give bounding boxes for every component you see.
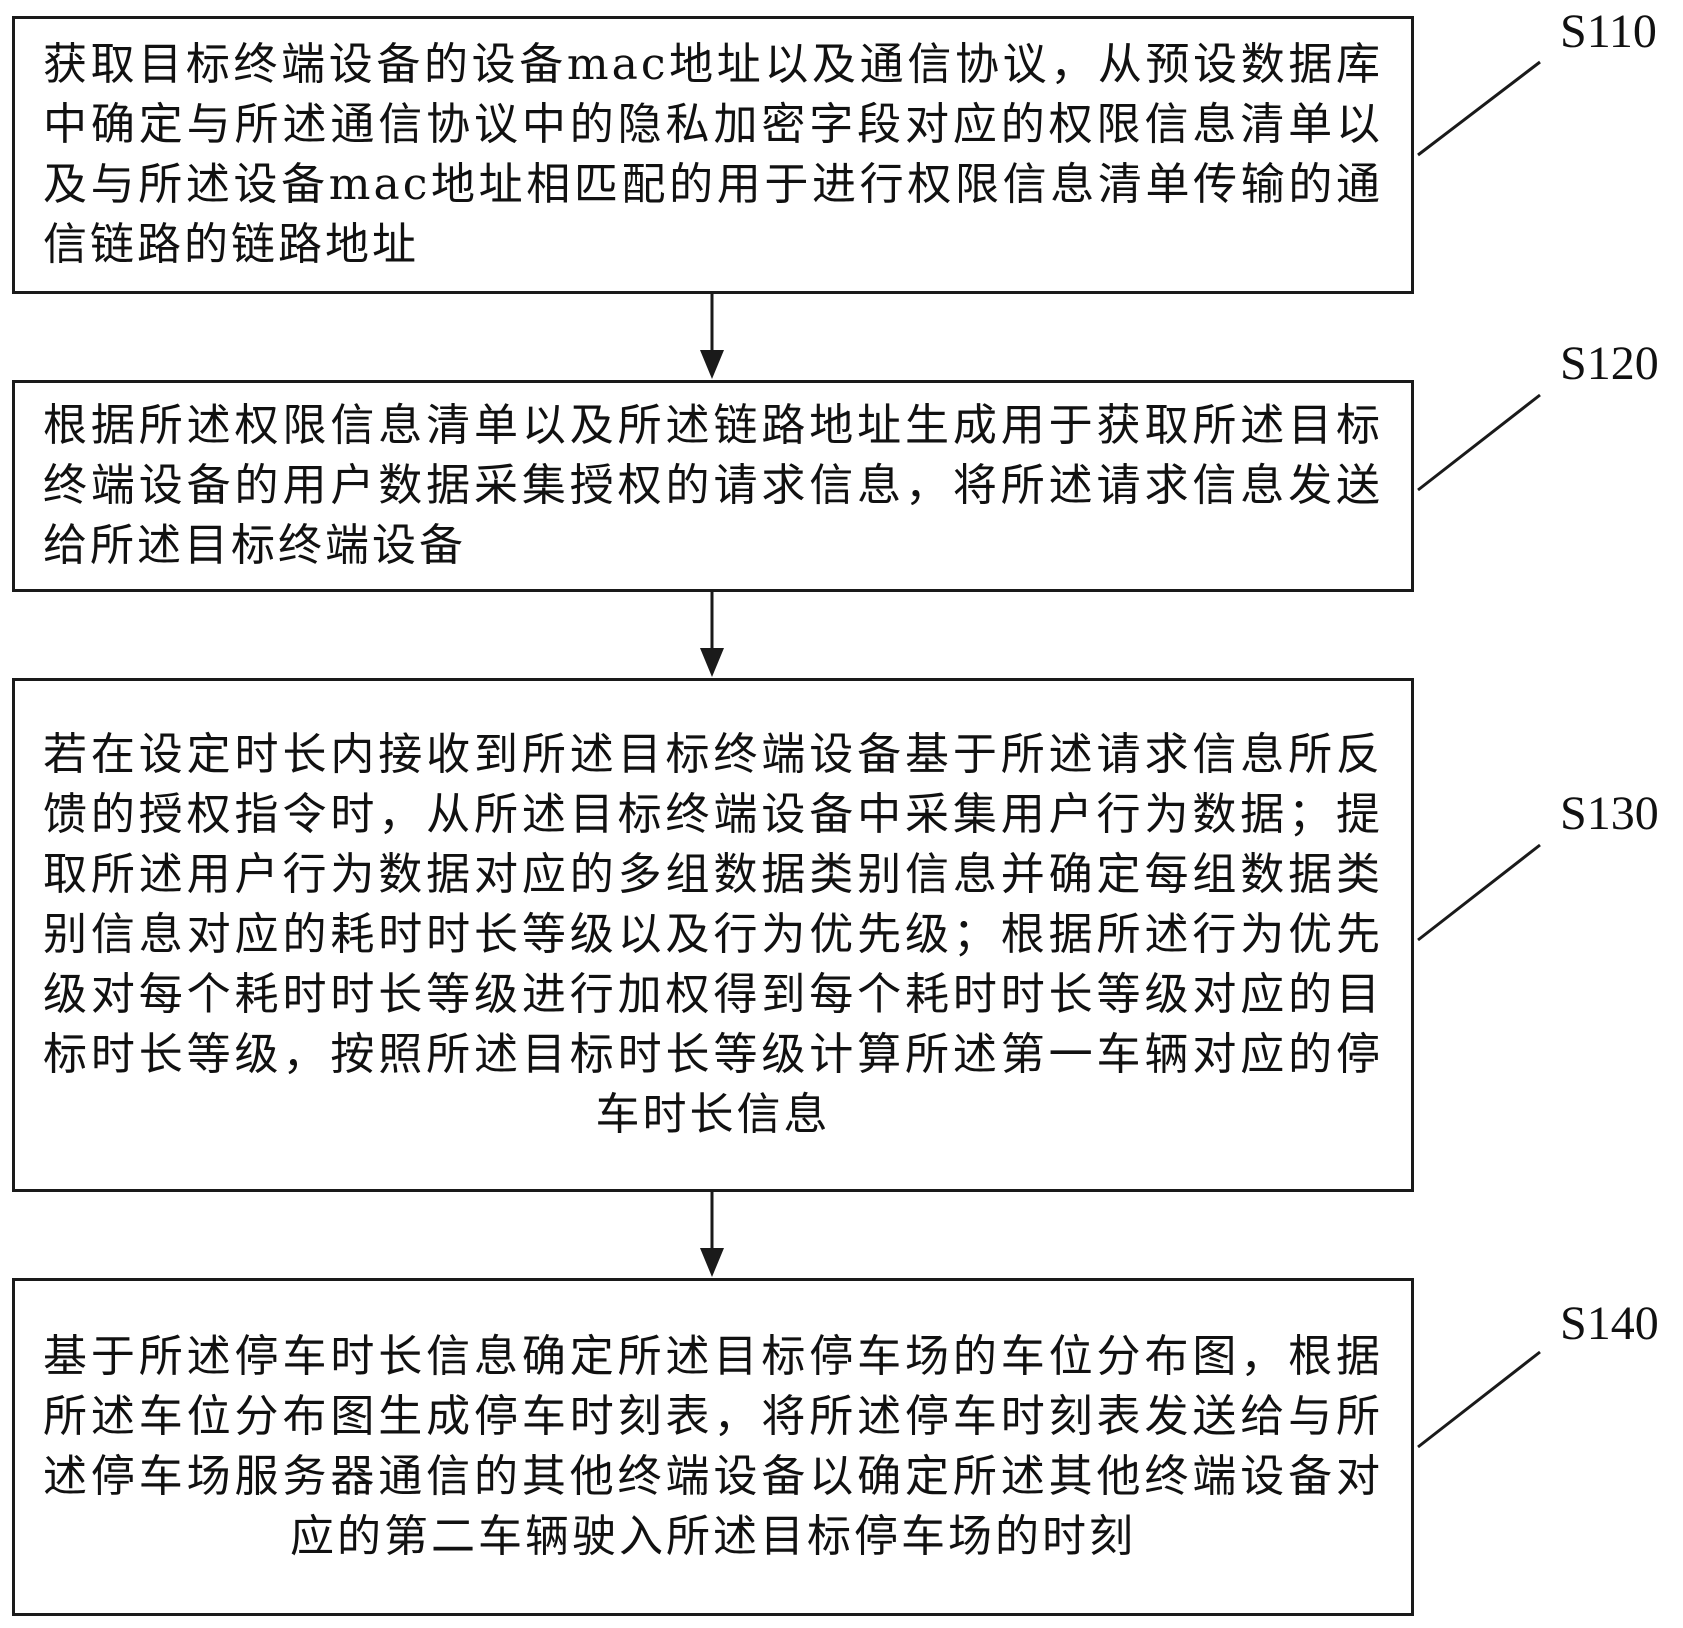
leader-line-s120 [1418,395,1540,490]
arrow-s120-to-s130 [700,592,724,677]
step-text-s130: 若在设定时长内接收到所述目标终端设备基于所述请求信息所反馈的授权指令时，从所述目… [43,725,1383,1145]
step-box-s140: 基于所述停车时长信息确定所述目标停车场的车位分布图，根据所述车位分布图生成停车时… [12,1278,1414,1616]
step-box-s120: 根据所述权限信息清单以及所述链路地址生成用于获取所述目标终端设备的用户数据采集授… [12,380,1414,592]
step-label-s110: S110 [1560,8,1657,56]
step-text-s120: 根据所述权限信息清单以及所述链路地址生成用于获取所述目标终端设备的用户数据采集授… [43,396,1383,576]
leader-line-s140 [1418,1352,1540,1447]
step-box-s130: 若在设定时长内接收到所述目标终端设备基于所述请求信息所反馈的授权指令时，从所述目… [12,678,1414,1192]
step-label-s130: S130 [1560,790,1659,838]
step-text-s110: 获取目标终端设备的设备mac地址以及通信协议，从预设数据库中确定与所述通信协议中… [43,35,1383,275]
leader-line-s130 [1418,845,1540,940]
step-text-s140: 基于所述停车时长信息确定所述目标停车场的车位分布图，根据所述车位分布图生成停车时… [43,1327,1383,1567]
arrow-s110-to-s120 [700,294,724,379]
step-box-s110: 获取目标终端设备的设备mac地址以及通信协议，从预设数据库中确定与所述通信协议中… [12,16,1414,294]
step-label-s140: S140 [1560,1300,1659,1348]
arrow-s130-to-s140 [700,1192,724,1277]
leader-line-s110 [1418,62,1540,155]
step-label-s120: S120 [1560,340,1659,388]
